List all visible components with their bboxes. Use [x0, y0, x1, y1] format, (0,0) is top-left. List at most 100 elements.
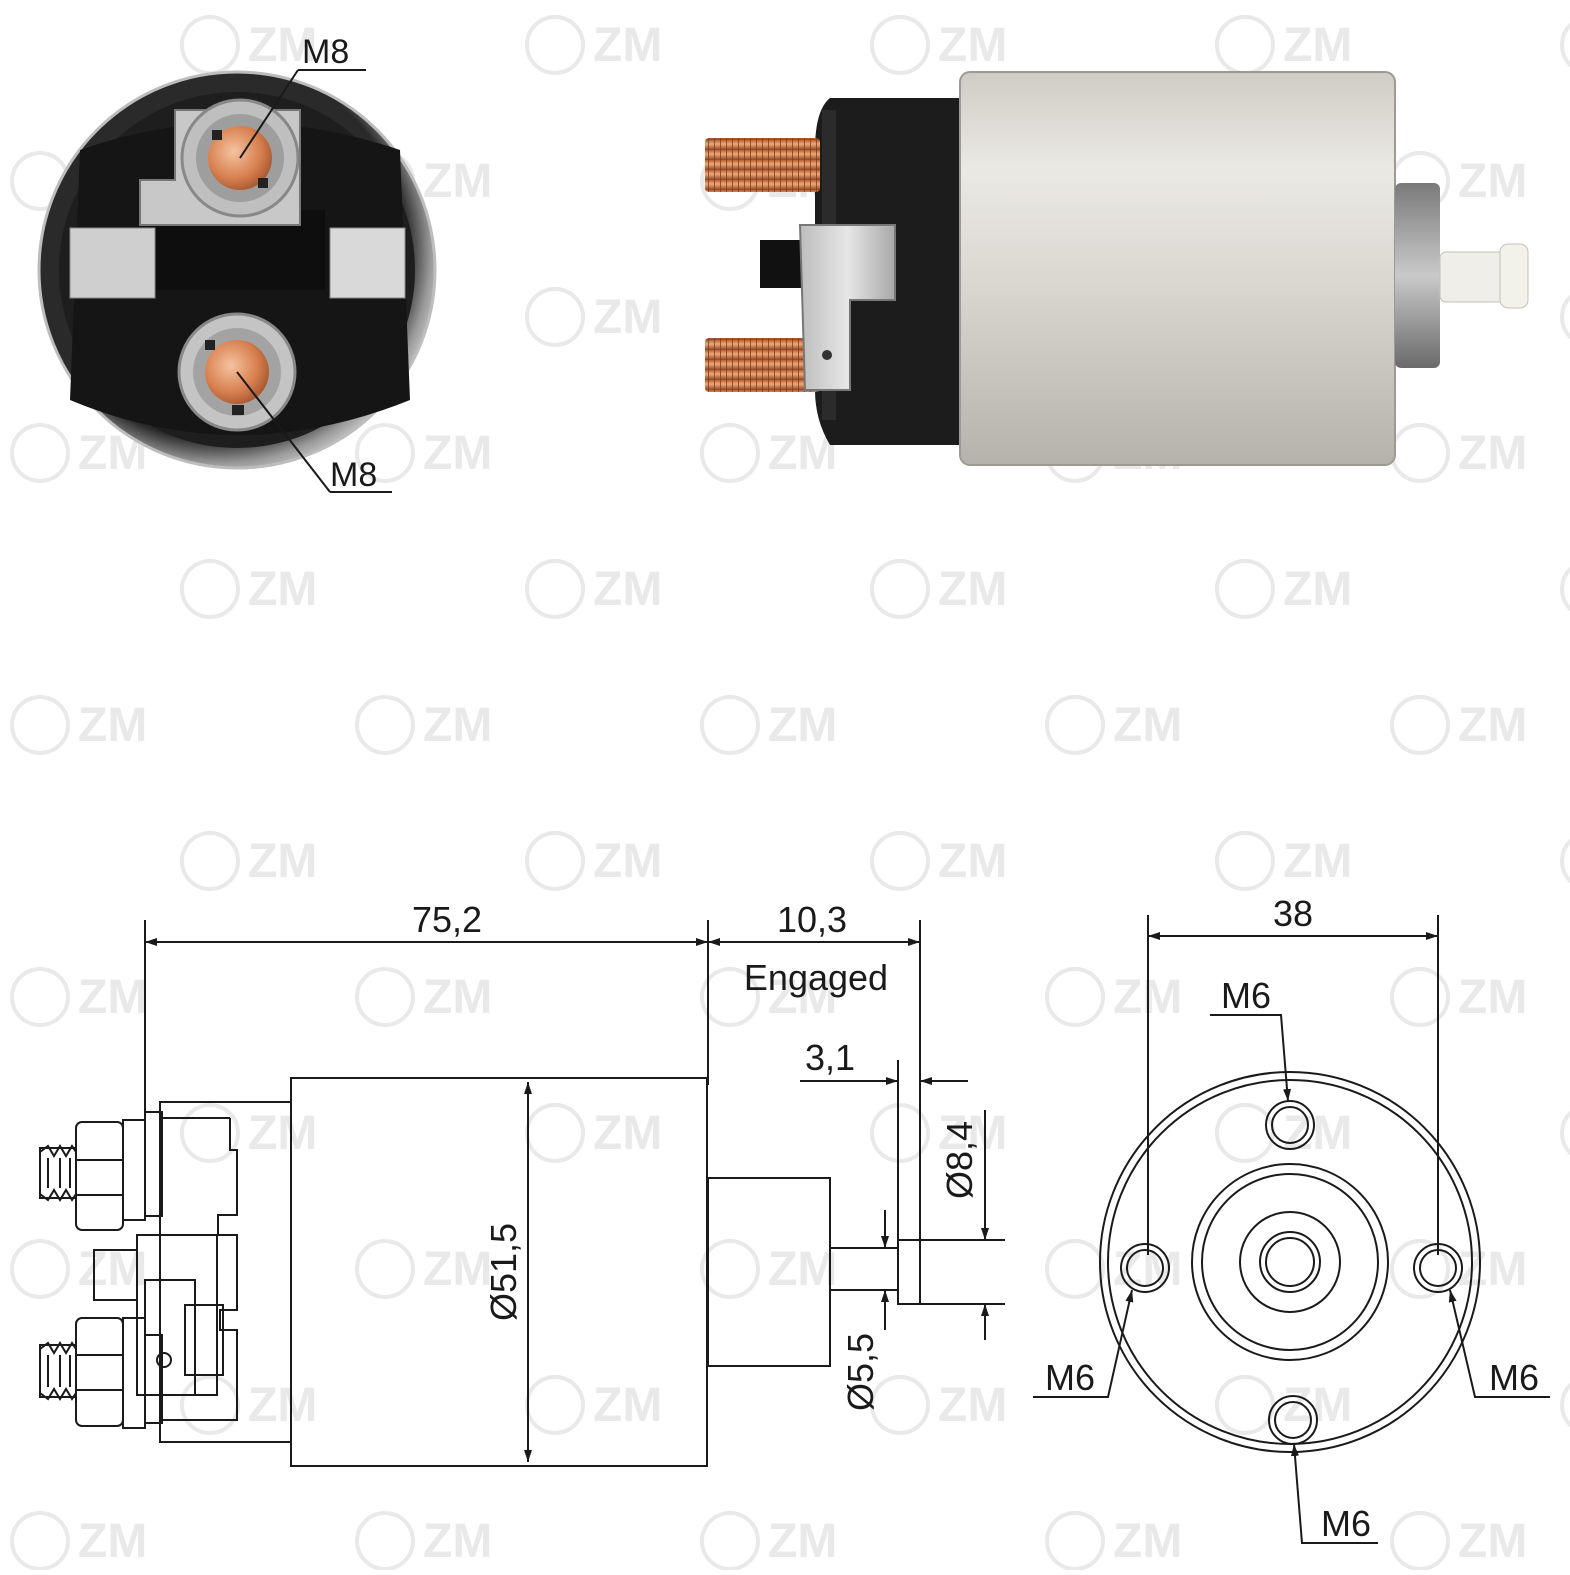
- spade-terminal: [798, 224, 896, 391]
- watermark-logo: ZM: [1560, 22, 1570, 68]
- svg-text:ZM: ZM: [1113, 1515, 1182, 1568]
- hole-label-top: M6: [1221, 975, 1271, 1016]
- watermark-logo: ZM: [1215, 15, 1352, 75]
- svg-text:ZM: ZM: [593, 1107, 662, 1160]
- watermark-logo: ZM: [1390, 151, 1527, 211]
- solenoid-cap-outline: [159, 1101, 292, 1443]
- svg-text:ZM: ZM: [768, 1515, 837, 1568]
- watermark-logo: ZM: [870, 831, 1007, 891]
- svg-text:ZM: ZM: [1458, 971, 1527, 1024]
- svg-text:ZM: ZM: [78, 971, 147, 1024]
- thread-bottom: [39, 1341, 77, 1401]
- end-plate: [1395, 183, 1440, 368]
- svg-text:ZM: ZM: [768, 1243, 837, 1296]
- drawing-side-view: [39, 920, 1005, 1467]
- watermark-logo: ZM: [180, 831, 317, 891]
- watermark-logo: ZM: [355, 423, 492, 483]
- watermark-logo: ZM: [870, 15, 1007, 75]
- photo-side-view: [705, 71, 1529, 466]
- hole-label-right: M6: [1489, 1357, 1539, 1398]
- svg-text:ZM: ZM: [768, 971, 837, 1024]
- watermark-logo: ZM: [700, 967, 837, 1027]
- watermark-logo: ZM: [355, 1511, 492, 1571]
- watermark-logo: ZM: [1045, 695, 1182, 755]
- terminal-strip-right: [329, 227, 406, 299]
- solenoid-housing: [959, 71, 1396, 466]
- watermark-logo: ZM: [1390, 967, 1527, 1027]
- photo-end-view: M8 M8: [37, 33, 437, 494]
- watermark-logo: ZM: [355, 695, 492, 755]
- watermark-logo: ZM: [1560, 294, 1570, 340]
- end-dimension-labels: 38 M6 M6 M6 M6: [1045, 893, 1539, 1544]
- watermark-logo: ZM: [1390, 1239, 1527, 1299]
- watermark-logo: ZM: [1045, 1511, 1182, 1571]
- watermark-logo: ZM: [525, 559, 662, 619]
- dim-body-diameter: Ø51,5: [483, 1223, 524, 1321]
- svg-text:ZM: ZM: [1283, 1107, 1352, 1160]
- end-dimension-lines: [1033, 932, 1550, 1544]
- watermark-logo: ZM: [700, 1239, 837, 1299]
- mount-hole-left: [1120, 1243, 1170, 1293]
- svg-text:ZM: ZM: [1283, 835, 1352, 888]
- watermark-logo: ZM: [1215, 559, 1352, 619]
- svg-text:ZM: ZM: [1458, 427, 1527, 480]
- stud-top: [705, 138, 820, 192]
- watermark-logo: ZM: [180, 1375, 317, 1435]
- svg-text:ZM: ZM: [593, 291, 662, 344]
- stud-bottom: [705, 338, 820, 392]
- svg-text:ZM: ZM: [593, 1379, 662, 1432]
- watermark-logo: ZM: [355, 967, 492, 1027]
- svg-text:ZM: ZM: [248, 835, 317, 888]
- svg-text:ZM: ZM: [248, 1379, 317, 1432]
- boss-outer: [1191, 1163, 1389, 1361]
- watermark-logo: ZM: [870, 559, 1007, 619]
- svg-text:ZM: ZM: [248, 19, 317, 72]
- watermark-logo: ZM: [10, 695, 147, 755]
- dim-stroke: 10,3: [777, 899, 847, 940]
- svg-text:ZM: ZM: [423, 1243, 492, 1296]
- watermark-logo: ZM: [525, 287, 662, 347]
- hole-label-left: M6: [1045, 1357, 1095, 1398]
- svg-text:ZM: ZM: [1283, 563, 1352, 616]
- watermark-logo: ZM: [1390, 695, 1527, 755]
- svg-text:ZM: ZM: [938, 1107, 1007, 1160]
- center-bore: [1259, 1231, 1321, 1293]
- watermark-logo: ZM: [1390, 423, 1527, 483]
- watermark-logo: ZM: [1215, 1103, 1352, 1163]
- switch-block: [760, 240, 805, 288]
- dim-stroke-note: Engaged: [744, 957, 888, 998]
- watermark-logo: ZM: [1560, 1110, 1570, 1156]
- flange-outline: [1099, 1071, 1481, 1453]
- svg-text:ZM: ZM: [78, 1515, 147, 1568]
- svg-text:ZM: ZM: [938, 19, 1007, 72]
- watermark-logo: ZM: [1560, 1382, 1570, 1428]
- side-dimension-lines: [145, 938, 989, 1462]
- watermark-logo: ZM: [10, 1239, 147, 1299]
- dim-plunger-tip: 3,1: [805, 1037, 855, 1078]
- svg-text:ZM: ZM: [78, 1243, 147, 1296]
- watermark-logo: ZM: [180, 15, 317, 75]
- svg-text:ZM: ZM: [1458, 1243, 1527, 1296]
- watermark-logo: ZM: [700, 1511, 837, 1571]
- svg-text:ZM: ZM: [1458, 155, 1527, 208]
- svg-text:ZM: ZM: [78, 699, 147, 752]
- svg-text:ZM: ZM: [938, 563, 1007, 616]
- watermark-logo: ZM: [870, 1103, 1007, 1163]
- watermark-logo: ZM: [10, 1511, 147, 1571]
- side-dimension-labels: 75,2 10,3 Engaged 3,1 Ø51,5 Ø8,4 Ø5,5: [412, 899, 980, 1411]
- watermark-logo: ZM: [355, 1239, 492, 1299]
- svg-text:ZM: ZM: [423, 155, 492, 208]
- svg-text:ZM: ZM: [593, 835, 662, 888]
- watermark-logo: ZM: [180, 559, 317, 619]
- watermark-logo: ZM: [1215, 831, 1352, 891]
- watermark-logo: ZM: [10, 967, 147, 1027]
- drawing-end-view: [1099, 915, 1481, 1453]
- watermark-logo: ZM: [1560, 566, 1570, 612]
- svg-text:ZM: ZM: [1458, 1515, 1527, 1568]
- callout-label: M8: [302, 33, 349, 71]
- watermark-logo: ZM: [700, 695, 837, 755]
- watermark-logo: ZM: [1560, 838, 1570, 884]
- svg-text:ZM: ZM: [938, 835, 1007, 888]
- svg-text:ZM: ZM: [768, 699, 837, 752]
